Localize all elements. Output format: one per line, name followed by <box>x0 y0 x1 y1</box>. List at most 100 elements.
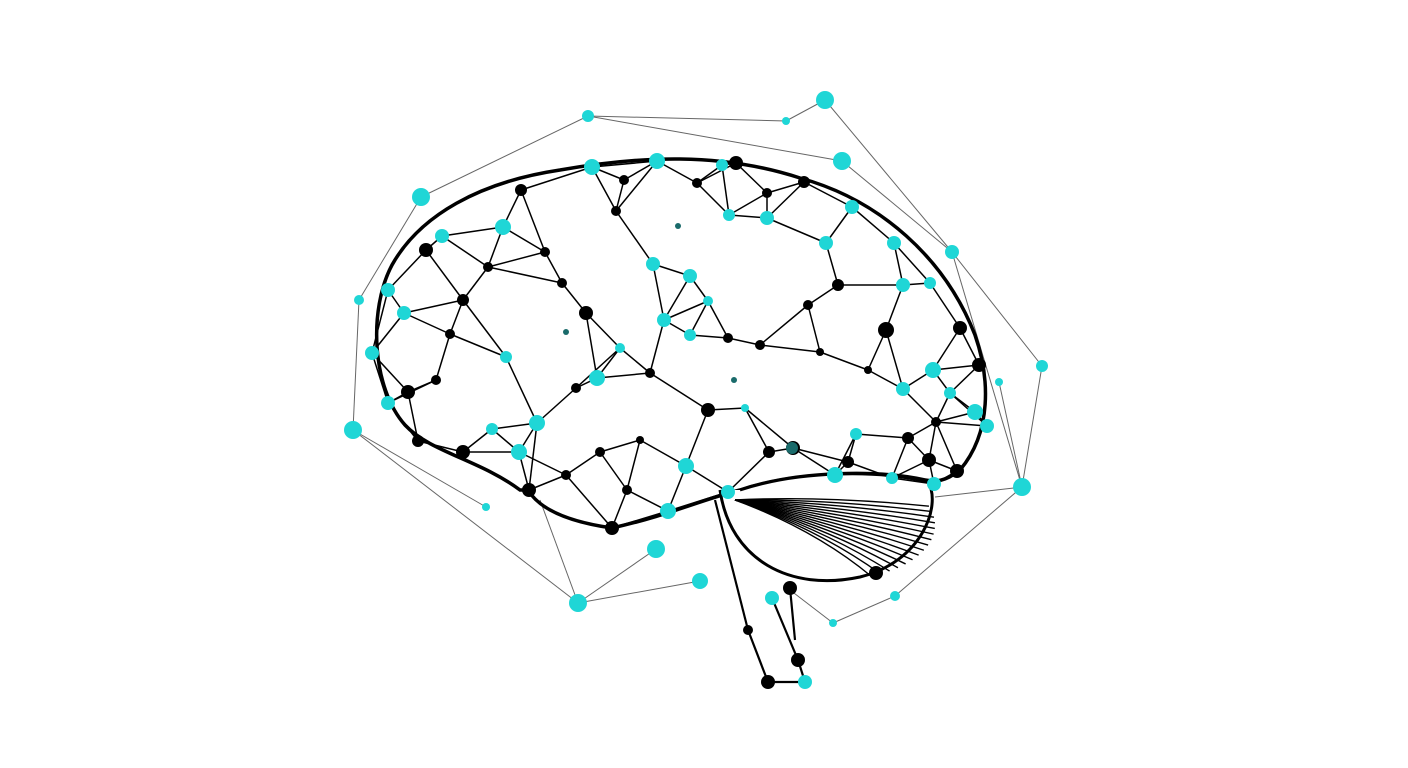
network-edge <box>707 300 729 339</box>
brainstem-line <box>713 499 750 631</box>
dark-node <box>902 432 914 444</box>
cyan-node <box>896 278 910 292</box>
teal-node <box>563 329 569 335</box>
network-nodes <box>344 91 1048 689</box>
network-edge <box>667 491 729 512</box>
dark-node <box>803 300 813 310</box>
dark-node <box>783 581 797 595</box>
dark-node <box>540 247 550 257</box>
dark-node <box>515 184 527 196</box>
dark-node <box>878 322 894 338</box>
network-edge <box>727 451 770 493</box>
cyan-node <box>683 269 697 283</box>
network-edge <box>449 333 507 358</box>
cyan-node <box>703 296 713 306</box>
dark-node <box>762 188 772 198</box>
dark-node <box>401 385 415 399</box>
outer-network-line <box>789 589 834 624</box>
network-edge <box>520 166 593 191</box>
network-edge <box>449 299 464 335</box>
dark-node <box>619 175 629 185</box>
network-edge <box>599 451 628 491</box>
cyan-node <box>829 619 837 627</box>
dark-node <box>605 521 619 535</box>
outer-network-line <box>1021 365 1043 488</box>
network-edge <box>935 421 958 472</box>
network-edge <box>803 181 853 208</box>
dark-node <box>645 368 655 378</box>
outer-network-line <box>577 580 701 604</box>
network-edge <box>536 387 577 424</box>
network-edge <box>599 439 641 453</box>
network-edge <box>615 160 658 212</box>
cyan-node <box>412 188 430 206</box>
cerebellum-fold <box>734 499 935 518</box>
network-edge <box>528 422 538 491</box>
outer-network-line <box>824 99 953 253</box>
network-edge <box>387 402 419 442</box>
network-edge <box>759 304 809 346</box>
cyan-node <box>967 404 983 420</box>
network-edge <box>721 164 730 216</box>
network-edge <box>885 284 904 331</box>
dark-node <box>743 625 753 635</box>
cyan-node <box>833 152 851 170</box>
cyan-node <box>896 382 910 396</box>
dark-node <box>950 464 964 478</box>
dark-node <box>922 453 936 467</box>
network-edge <box>929 282 961 329</box>
dark-node <box>571 383 581 393</box>
cyan-node <box>511 444 527 460</box>
network-edge <box>744 407 794 449</box>
network-edge <box>728 192 768 216</box>
cyan-node <box>927 477 941 491</box>
cyan-node <box>397 306 411 320</box>
network-edge <box>847 461 893 479</box>
dark-node <box>755 340 765 350</box>
network-edge <box>591 166 617 212</box>
network-edge <box>371 312 405 354</box>
network-edge <box>689 300 709 336</box>
network-edge <box>505 356 538 424</box>
network-edge <box>759 344 821 353</box>
cyan-node <box>886 472 898 484</box>
cyan-node <box>649 153 665 169</box>
network-edge <box>649 372 709 411</box>
network-edge <box>902 388 937 423</box>
dark-node <box>953 321 967 335</box>
network-edge <box>520 189 546 253</box>
network-edge <box>544 251 563 284</box>
cyan-node <box>765 591 779 605</box>
cyan-node <box>365 346 379 360</box>
network-edge <box>932 327 961 371</box>
network-edge <box>825 206 853 244</box>
dark-node <box>412 435 424 447</box>
network-edge <box>639 439 687 467</box>
network-edge <box>585 312 598 379</box>
outer-network-line <box>539 499 579 604</box>
outer-network-line <box>352 429 579 604</box>
network-edge <box>371 352 409 393</box>
network-edge <box>387 249 427 291</box>
network-edge <box>462 266 489 301</box>
cyan-node <box>924 277 936 289</box>
dark-node <box>864 366 872 374</box>
dark-node <box>636 436 644 444</box>
network-edge <box>825 242 839 286</box>
network-edge <box>766 217 827 244</box>
dark-node <box>483 262 493 272</box>
outer-network-line <box>352 299 360 431</box>
dark-node <box>798 176 810 188</box>
network-edge <box>696 182 730 216</box>
outer-network-line <box>841 160 953 253</box>
network-edge <box>935 421 988 427</box>
cyan-node <box>435 229 449 243</box>
network-edge <box>435 333 451 381</box>
cyan-node <box>495 219 511 235</box>
dark-node <box>842 456 854 468</box>
network-edge <box>417 440 464 453</box>
network-edge <box>893 242 931 284</box>
dark-node <box>816 348 824 356</box>
cerebellum-fold <box>734 497 930 507</box>
